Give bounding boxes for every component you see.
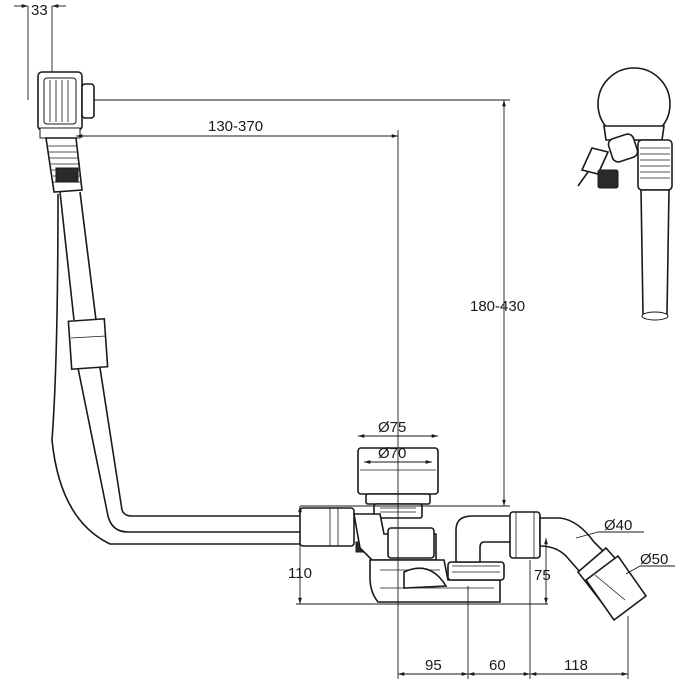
trap-outlet [455, 511, 648, 622]
drain-body [299, 447, 505, 603]
overflow-head [37, 71, 95, 139]
overflow-tube [51, 191, 300, 545]
dim-75: 75 [534, 567, 551, 584]
inset-overflow-detail [577, 67, 673, 321]
dim-180-430: 180-430 [470, 298, 525, 315]
dim-diameter-75: Ø75 [378, 419, 406, 436]
dim-110: 110 [288, 565, 312, 582]
dim-diameter-40: Ø40 [604, 517, 632, 534]
dim-130-370: 130-370 [208, 118, 263, 135]
dim-diameter-70: Ø70 [378, 445, 406, 462]
dim-diameter-50: Ø50 [640, 551, 668, 568]
overflow-connector [45, 137, 83, 193]
dim-33: 33 [31, 2, 48, 19]
dim-95: 95 [425, 657, 442, 674]
dim-118: 118 [564, 657, 588, 674]
dimension-lines [14, 4, 675, 679]
dim-60: 60 [489, 657, 506, 674]
